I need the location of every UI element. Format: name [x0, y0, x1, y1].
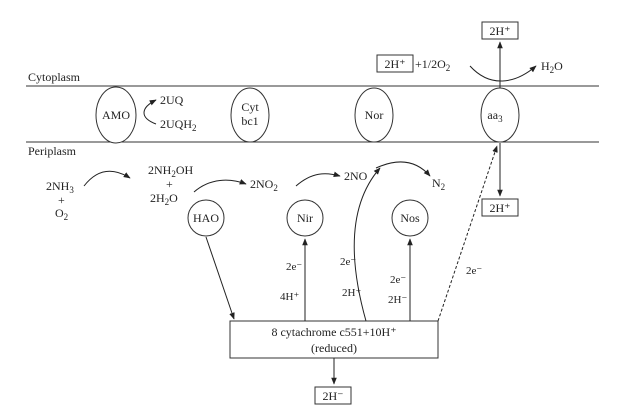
uq-label: 2UQ [160, 93, 184, 107]
water-formation-arrow [469, 65, 537, 82]
proton-box-right [481, 198, 519, 217]
ammonia-to-hydroxylamine-arrow [83, 170, 131, 187]
oxygen-label: +1/2O2 [415, 57, 450, 73]
arc-proton-label: 2H⁺ [342, 287, 361, 299]
cyt-bc1-complex [230, 87, 270, 143]
hydroxylamine-label: 2NH2OH [148, 163, 194, 179]
proton-box-in [376, 54, 414, 73]
aa3-electron-label: 2e⁻ [466, 265, 482, 277]
amo-label: AMO [102, 108, 130, 122]
nitrogen-label: N2 [432, 176, 445, 192]
nir-label: Nir [297, 211, 313, 225]
aa3-label: aa3 [487, 108, 503, 124]
cytochrome-line-2: (reduced) [311, 341, 357, 355]
plus-sign-1: + [58, 193, 65, 207]
proton-right-label: 2H⁺ [490, 201, 511, 215]
bc1-label: bc1 [241, 114, 258, 128]
cytochrome-line-1: 8 cytachrome c551+10H⁺ [271, 325, 396, 339]
proton-box-top [481, 21, 519, 40]
cyt-label: Cyt [241, 100, 259, 114]
nor-enzyme [354, 87, 394, 143]
nitric-oxide-label: 2NO [344, 169, 368, 183]
nor-label: Nor [365, 108, 384, 122]
amo-enzyme [95, 86, 137, 144]
nir-proton-label: 4H⁺ [280, 291, 299, 303]
nos-label: Nos [400, 211, 420, 225]
nos-proton-label: 2H⁻ [388, 294, 407, 306]
cytoplasm-label: Cytoplasm [28, 70, 81, 84]
hao-label: HAO [193, 211, 219, 225]
nir-enzyme [286, 199, 324, 237]
proton-in-label: 2H⁺ [385, 57, 406, 71]
water-label: H2O [541, 59, 563, 75]
arc-electron-label: 2e⁻ [340, 256, 356, 268]
nitrite-label: 2NO2 [250, 177, 278, 193]
nos-enzyme [391, 199, 429, 237]
hao-enzyme [187, 199, 225, 237]
periplasm-label: Periplasm [28, 144, 77, 158]
quinone-cycle-arrow [143, 99, 157, 125]
hao-to-cytochrome-arrow [205, 236, 235, 320]
nitrite-to-no-arrow [295, 171, 341, 187]
cytochrome-c551-box [229, 320, 439, 359]
proton-bottom-label: 2H⁻ [323, 389, 344, 403]
nir-electron-label: 2e⁻ [286, 261, 302, 273]
proton-top-label: 2H⁺ [490, 24, 511, 38]
cytochrome-to-aa3-arrow [437, 145, 498, 322]
hydroxylamine-to-nitrite-arrow [193, 179, 247, 193]
cytochrome-to-no-arc [353, 167, 381, 322]
water-periplasm-label: 2H2O [150, 191, 178, 207]
oxygen-periplasm-label: O2 [55, 206, 68, 222]
proton-box-bottom [314, 386, 352, 405]
nos-electron-label: 2e⁻ [390, 274, 406, 286]
ammonia-label: 2NH3 [46, 179, 74, 195]
no-to-n2-arrow [375, 161, 431, 177]
uqh2-label: 2UQH2 [160, 117, 197, 133]
plus-sign-2: + [166, 177, 173, 191]
